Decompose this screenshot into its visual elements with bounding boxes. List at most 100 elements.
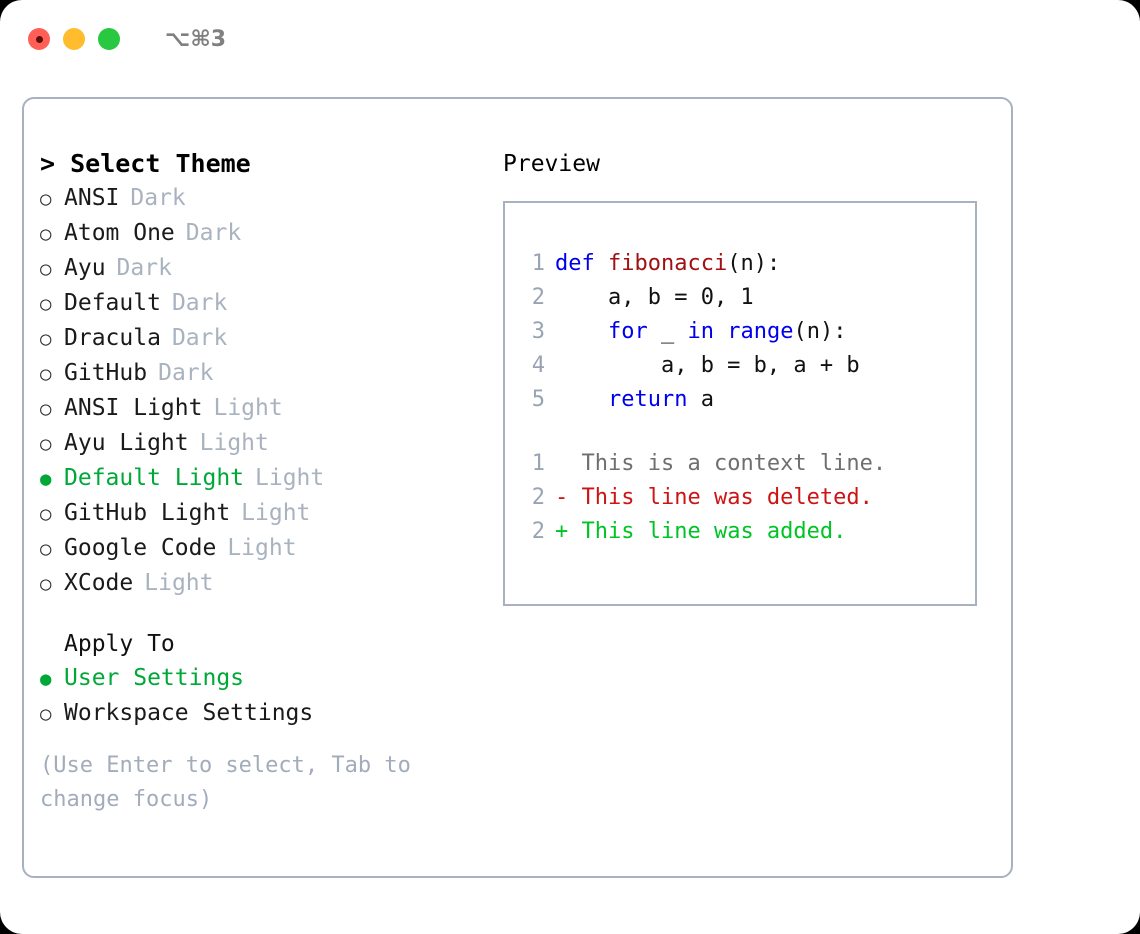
apply-to-item[interactable]: ○ Workspace Settings	[40, 696, 490, 731]
radio-unselected-icon[interactable]: ○	[40, 258, 52, 280]
theme-name-label: Dracula	[64, 325, 161, 351]
theme-list-item[interactable]: ○ Google Code Light	[40, 531, 490, 566]
line-number: 3	[531, 319, 545, 344]
diff-line: 2 + This line was added.	[519, 515, 975, 549]
theme-list-item[interactable]: ○ Atom One Dark	[40, 216, 490, 251]
line-number: 2	[531, 519, 545, 544]
theme-variant-badge: Dark	[185, 220, 242, 246]
apply-to-list[interactable]: ● User Settings ○ Workspace Settings	[40, 661, 490, 731]
diff-text: This line was added.	[581, 519, 847, 544]
radio-unselected-icon[interactable]: ○	[40, 538, 52, 560]
radio-unselected-icon[interactable]: ○	[40, 328, 52, 350]
apply-to-heading: Apply To	[64, 631, 175, 657]
line-number: 4	[531, 353, 545, 378]
radio-selected-icon[interactable]: ●	[40, 668, 52, 690]
radio-unselected-icon[interactable]: ○	[40, 398, 52, 420]
radio-unselected-icon[interactable]: ○	[40, 188, 52, 210]
code-token: return	[607, 387, 688, 412]
maximize-window-button[interactable]	[98, 28, 120, 50]
code-line: 2 a, b = 0, 1	[519, 281, 975, 315]
title-bar: ⌥⌘3	[0, 0, 1140, 78]
radio-unselected-icon[interactable]: ○	[40, 433, 52, 455]
diff-line: 1 This is a context line.	[519, 447, 975, 481]
theme-name-label: Atom One	[64, 220, 175, 246]
code-line: 4 a, b = b, a + b	[519, 349, 975, 383]
theme-variant-badge: Light	[199, 430, 269, 456]
theme-list-item[interactable]: ○ Default Dark	[40, 286, 490, 321]
select-theme-title: > Select Theme	[40, 149, 251, 178]
theme-variant-badge: Dark	[171, 290, 228, 316]
diff-marker: +	[555, 519, 582, 544]
code-token: (n):	[727, 251, 781, 276]
line-number: 1	[531, 451, 545, 476]
code-token	[714, 315, 727, 349]
code-token: in	[687, 319, 714, 344]
radio-unselected-icon[interactable]: ○	[40, 363, 52, 385]
theme-variant-badge: Light	[227, 535, 297, 561]
theme-list-item[interactable]: ○ XCode Light	[40, 566, 490, 601]
code-line: 3 for _ in range(n):	[519, 315, 975, 349]
line-number: 5	[531, 387, 545, 412]
code-line: 5 return a	[519, 383, 975, 417]
diff-marker	[555, 447, 582, 481]
code-token: a, b = b, a + b	[555, 353, 860, 378]
theme-variant-badge: Dark	[116, 255, 172, 281]
diff-line: 2- This line was deleted.	[519, 481, 975, 515]
theme-variant-badge: Light	[241, 500, 311, 526]
theme-list-item[interactable]: ○ ANSI Light Light	[40, 391, 490, 426]
theme-variant-badge: Light	[213, 395, 283, 421]
theme-name-label: ANSI Light	[64, 395, 203, 421]
minimize-window-button[interactable]	[63, 28, 85, 50]
keyboard-hint-text: (Use Enter to select, Tab to change focu…	[40, 753, 425, 812]
radio-selected-icon[interactable]: ●	[40, 468, 52, 490]
line-number: 2	[531, 285, 545, 310]
code-token: def	[555, 251, 608, 276]
theme-name-label: XCode	[64, 570, 134, 596]
preview-heading: Preview	[503, 151, 600, 177]
theme-name-label: GitHub	[64, 360, 148, 386]
code-token	[555, 383, 608, 417]
keyboard-shortcut-label: ⌥⌘3	[165, 26, 227, 52]
theme-variant-badge: Light	[144, 570, 214, 596]
close-window-button[interactable]	[28, 28, 50, 50]
radio-unselected-icon[interactable]: ○	[40, 503, 52, 525]
theme-name-label: Default	[64, 290, 161, 316]
diff-text: This is a context line.	[581, 451, 887, 476]
code-token: a	[687, 387, 714, 412]
radio-unselected-icon[interactable]: ○	[40, 223, 52, 245]
diff-sample: 1 This is a context line.2- This line wa…	[519, 447, 975, 549]
traffic-light-group	[28, 28, 120, 50]
code-token	[555, 315, 608, 349]
code-token: _	[647, 319, 688, 344]
apply-to-item[interactable]: ● User Settings	[40, 661, 490, 696]
code-token: range	[727, 319, 794, 344]
theme-variant-badge: Dark	[158, 360, 214, 386]
diff-marker: -	[555, 485, 582, 510]
theme-name-label: Google Code	[64, 535, 217, 561]
theme-list-item[interactable]: ○ GitHub Light Light	[40, 496, 490, 531]
radio-unselected-icon[interactable]: ○	[40, 703, 52, 725]
code-token: fibonacci	[607, 251, 728, 276]
theme-list-item[interactable]: ○ GitHub Dark	[40, 356, 490, 391]
code-token: (n):	[793, 319, 847, 344]
apply-to-label: User Settings	[64, 665, 245, 691]
theme-name-label: GitHub Light	[64, 500, 231, 526]
apply-to-label: Workspace Settings	[64, 700, 314, 726]
theme-variant-badge: Light	[255, 465, 325, 491]
radio-unselected-icon[interactable]: ○	[40, 293, 52, 315]
code-token: for	[607, 319, 648, 344]
radio-unselected-icon[interactable]: ○	[40, 573, 52, 595]
